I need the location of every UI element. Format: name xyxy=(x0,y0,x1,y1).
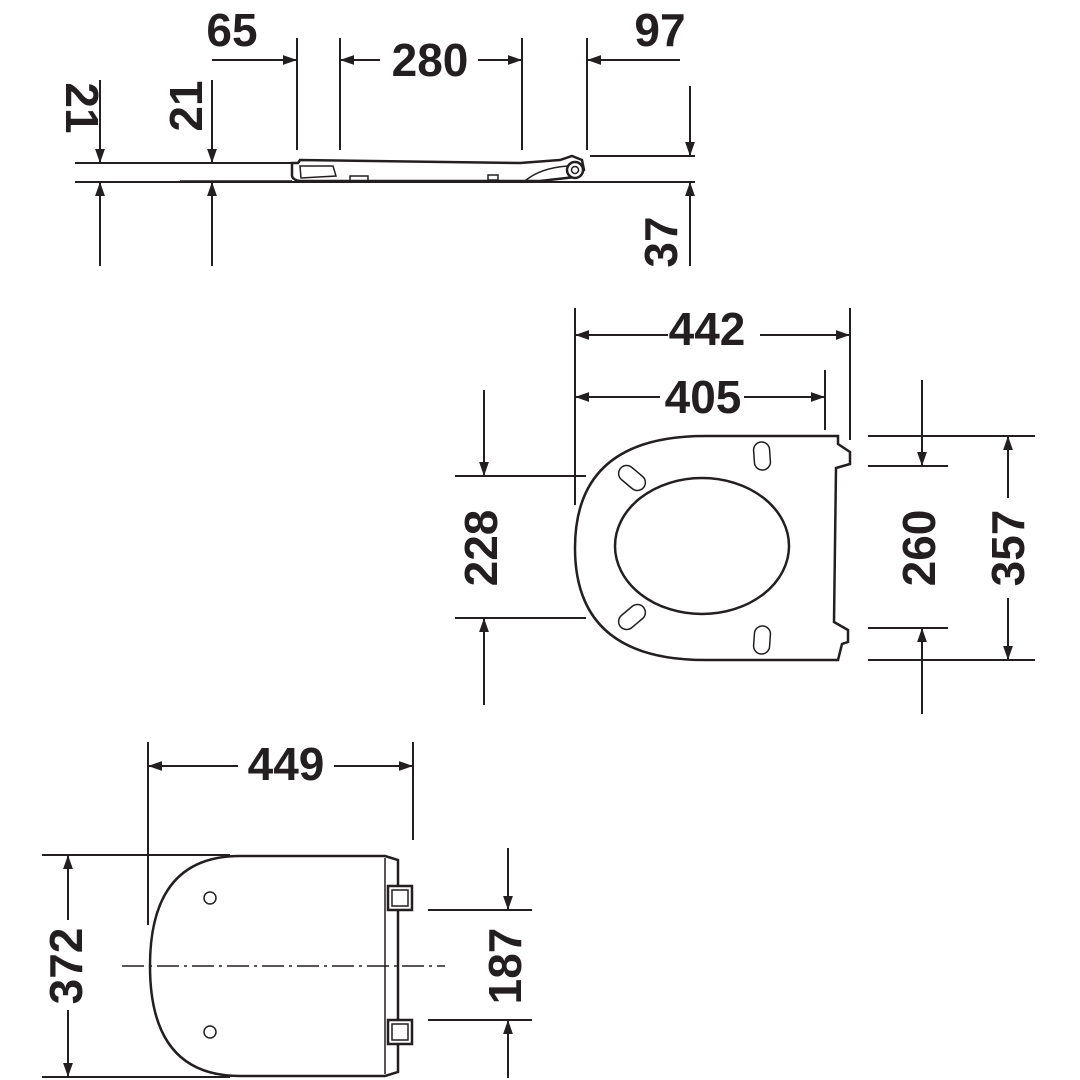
dim-405: 405 xyxy=(665,371,742,423)
dim-97: 97 xyxy=(634,4,685,56)
seat-closed-view: 449 372 187 xyxy=(40,738,532,1078)
dim-37: 37 xyxy=(635,216,687,267)
dim-187: 187 xyxy=(479,928,531,1005)
dim-449: 449 xyxy=(248,738,325,790)
seat-opening xyxy=(613,476,791,616)
dim-442: 442 xyxy=(669,303,746,355)
dim-372: 372 xyxy=(40,928,92,1005)
dim-65: 65 xyxy=(206,4,257,56)
dim-260: 260 xyxy=(893,510,945,587)
side-view: 65 280 97 21 21 37 xyxy=(56,4,695,268)
dim-357: 357 xyxy=(982,510,1034,587)
seat-profile xyxy=(180,154,586,183)
dim-21-rotated: 21 xyxy=(56,82,108,133)
seat-open-view: 442 405 228 260 357 xyxy=(455,303,1035,714)
dim-228: 228 xyxy=(455,510,507,587)
dim-21: 21 xyxy=(160,80,212,131)
hinge-pivot xyxy=(565,160,585,180)
dim-280: 280 xyxy=(392,34,469,86)
